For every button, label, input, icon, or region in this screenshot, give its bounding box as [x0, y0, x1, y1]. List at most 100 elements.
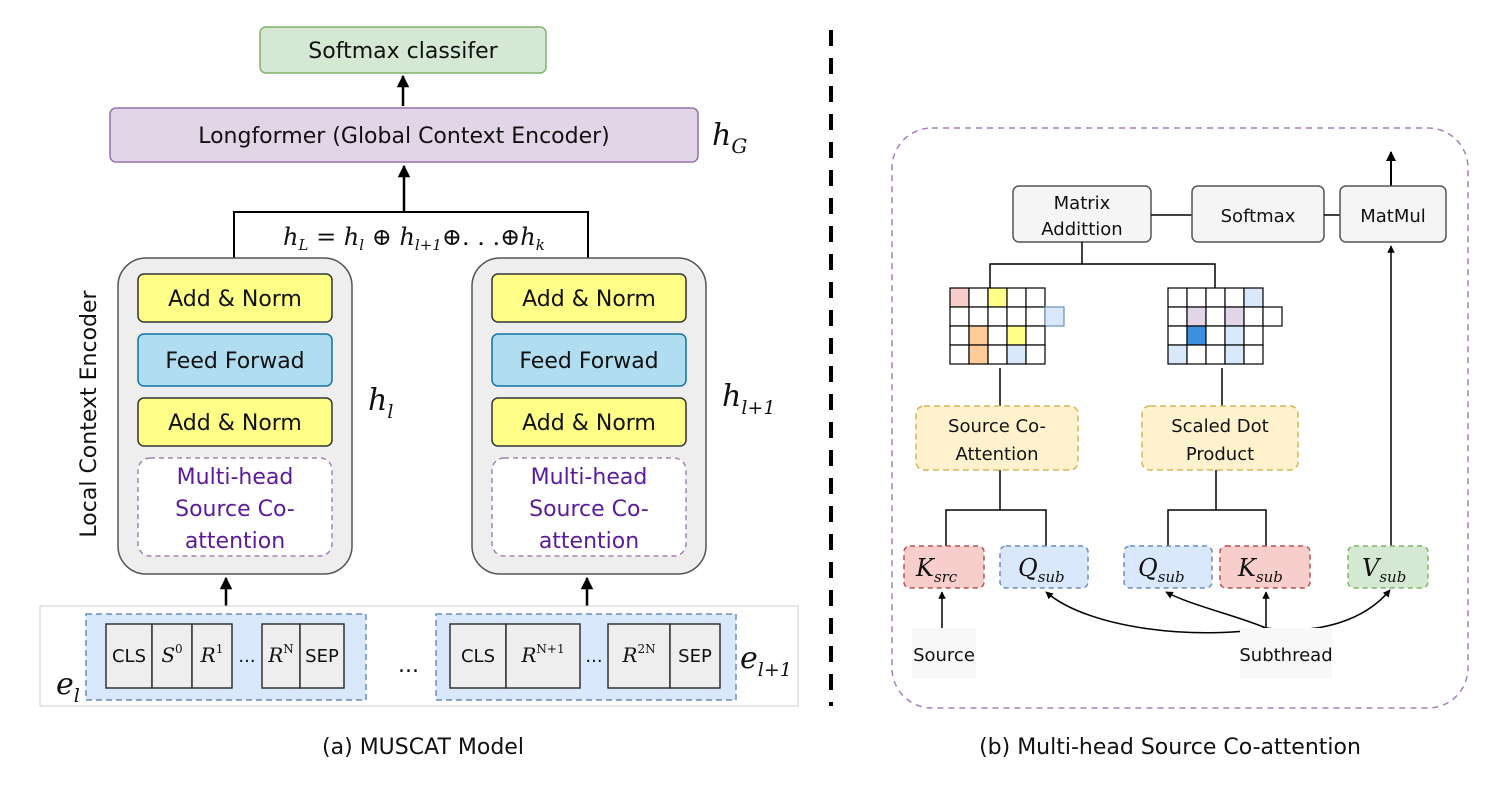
attention-cell	[1025, 325, 1046, 346]
add-norm-bottom-1	[137, 397, 333, 447]
subthread-label-bg	[1240, 628, 1332, 678]
token-box	[151, 623, 193, 689]
attention-cell	[1205, 344, 1226, 365]
attention-cell	[1243, 287, 1264, 308]
attention-cell	[1025, 344, 1046, 365]
source-coattention-box	[915, 405, 1079, 471]
token-label: R1	[200, 642, 224, 667]
matmul-box	[1339, 185, 1447, 243]
add-norm-top-2	[491, 273, 687, 323]
attention-cell	[1186, 287, 1207, 308]
source-coattention-line-1: Source Co-	[948, 416, 1046, 437]
attention-cell	[949, 306, 970, 327]
k-sub-label: Ksub	[1237, 554, 1283, 586]
add-norm-bottom-2-label: Add & Norm	[522, 411, 656, 436]
attention-cell	[987, 344, 1008, 365]
longformer-label: Longformer (Global Context Encoder)	[198, 124, 610, 149]
q-sub-left-box	[999, 545, 1089, 589]
token-box	[191, 623, 233, 689]
add-norm-top-1-label: Add & Norm	[168, 287, 302, 312]
attention-cell	[968, 287, 989, 308]
attention-cell	[968, 306, 989, 327]
longformer-box	[109, 107, 699, 163]
attention-matrix-right	[1167, 287, 1283, 365]
arrow-subthread-to-qsub-right	[1165, 591, 1267, 629]
token-label: S0	[161, 642, 182, 667]
matrix-addition-line-2: Addittion	[1041, 219, 1122, 240]
branch-scaled-dot	[1167, 509, 1267, 546]
attention-cell	[949, 325, 970, 346]
attention-matrix-left	[949, 287, 1065, 365]
token-box	[669, 623, 721, 689]
v-sub-box	[1347, 545, 1429, 589]
token-box	[505, 623, 581, 689]
token-box	[261, 623, 301, 689]
feed-forward-1-label: Feed Forwad	[165, 349, 304, 374]
mhsc-2-line-3: attention	[539, 529, 639, 554]
k-src-box	[903, 545, 985, 589]
e-l1-label: el+1	[740, 641, 792, 681]
softmax-box	[1191, 185, 1325, 243]
add-norm-top-2-label: Add & Norm	[522, 287, 656, 312]
q-sub-left-label: Qsub	[1018, 554, 1065, 586]
h-g-label: hG	[712, 118, 747, 158]
mhsc-box-1	[137, 457, 333, 557]
attention-cell	[987, 287, 1008, 308]
attention-cell	[1205, 287, 1226, 308]
token-ellipsis: ...	[585, 646, 602, 667]
attention-cell	[1224, 344, 1245, 365]
source-label: Source	[913, 645, 975, 666]
matrix-addition-line-1: Matrix	[1054, 193, 1111, 214]
attention-cell	[1006, 306, 1027, 327]
attention-cell	[1224, 287, 1245, 308]
e-l-label: el	[56, 667, 80, 707]
arrow-subthread-to-vsub	[1265, 589, 1391, 631]
between-ellipsis: ...	[398, 653, 419, 678]
token-label: CLS	[461, 646, 495, 667]
q-sub-right-box	[1123, 545, 1213, 589]
attention-cell	[1243, 344, 1264, 365]
attention-cell	[1025, 306, 1046, 327]
softmax-classifier-box	[259, 26, 547, 74]
add-norm-top-1	[137, 273, 333, 323]
mhsc-2-line-1: Multi-head	[531, 465, 648, 490]
feed-forward-2	[491, 333, 687, 387]
branch-source-coattention	[945, 509, 1047, 546]
token-label: RN+1	[520, 642, 564, 667]
mhsc-2-line-2: Source Co-	[529, 497, 649, 522]
attention-cell	[1006, 287, 1027, 308]
attention-cell	[1243, 325, 1264, 346]
caption-a: (a) MUSCAT Model	[322, 735, 524, 760]
arrow-subthread-to-qsub-left	[1045, 591, 1267, 634]
h-l-label: hl	[368, 383, 393, 423]
q-sub-right-label: Qsub	[1138, 554, 1185, 586]
add-norm-bottom-2	[491, 397, 687, 447]
attention-cell	[968, 344, 989, 365]
v-sub-label: Vsub	[1362, 554, 1406, 586]
softmax-label: Softmax	[1221, 206, 1296, 227]
attention-cell	[1262, 306, 1283, 327]
attention-cell	[1167, 344, 1188, 365]
attention-cell	[1186, 306, 1207, 327]
k-sub-box	[1219, 545, 1311, 589]
k-src-label: Ksrc	[915, 554, 958, 586]
local-context-encoder-label: Local Context Encoder	[77, 289, 102, 537]
source-coattention-line-2: Attention	[955, 444, 1038, 465]
attention-cell	[1167, 306, 1188, 327]
concat-formula: hL = hl ⊕ hl+1⊕. . .⊕hk	[283, 223, 545, 254]
h-l1-label: hl+1	[722, 379, 775, 419]
attention-cell	[1186, 344, 1207, 365]
attention-cell	[949, 287, 970, 308]
token-label: SEP	[678, 646, 712, 667]
attention-cell	[1224, 325, 1245, 346]
attention-cell	[1006, 325, 1027, 346]
softmax-classifier-label: Softmax classifer	[308, 39, 498, 64]
mhsc-1-line-2: Source Co-	[175, 497, 295, 522]
token-label: SEP	[305, 646, 339, 667]
scaled-dot-product-box	[1141, 405, 1299, 471]
attention-cell	[1167, 325, 1188, 346]
attention-cell	[1167, 287, 1188, 308]
